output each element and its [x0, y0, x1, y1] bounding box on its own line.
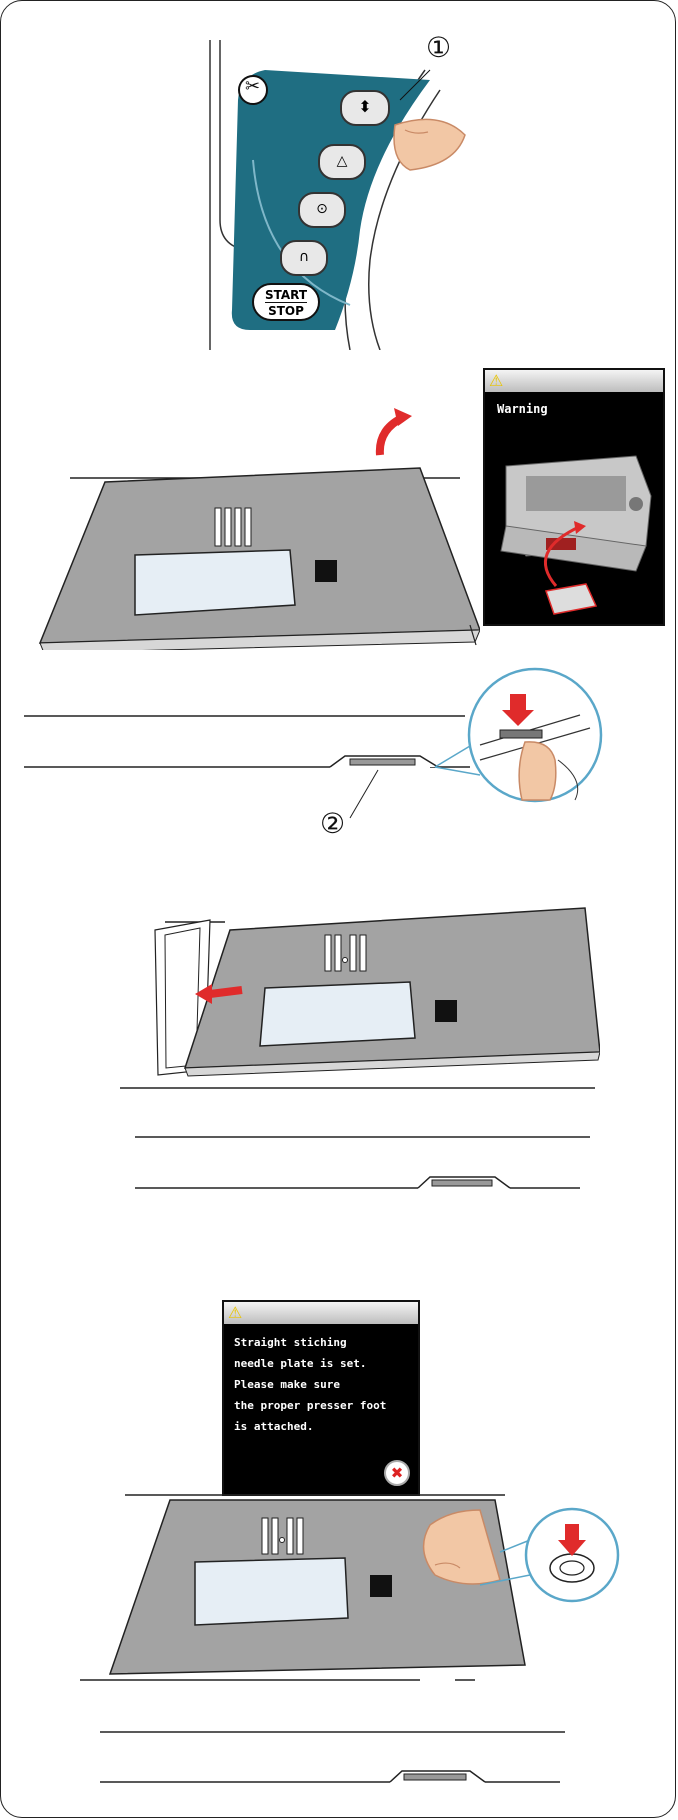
message-line-3: Please make sure [234, 1374, 408, 1395]
needle-plate-attach-figure [80, 1490, 640, 1810]
warning-triangle-icon: ⚠ [489, 372, 503, 390]
needle-up-down-button[interactable]: ⬍ [340, 90, 390, 126]
needle-plate-lift-figure [10, 360, 480, 650]
message-line-1: Straight stiching [234, 1332, 408, 1353]
close-x-icon[interactable]: ✖ [384, 1460, 410, 1486]
presser-foot-button[interactable]: △ [318, 144, 366, 180]
release-lever-figure: ② [10, 660, 630, 860]
message-line-4: the proper presser foot [234, 1395, 408, 1416]
message-line-5: is attached. [234, 1416, 408, 1437]
warning-title: Warning [485, 392, 663, 426]
control-panel-figure: ✂ ① ⬍ △ ⊙ ∩ START STOP [190, 40, 480, 350]
warning-screen-titlebar: ⚠ [485, 370, 663, 392]
reverse-button[interactable]: ∩ [280, 240, 328, 276]
warning-screen-2: ⚠ Straight stiching needle plate is set.… [222, 1300, 420, 1496]
warning-screen-1: ⚠ Warning [483, 368, 665, 626]
warning-screen-2-titlebar: ⚠ [224, 1302, 418, 1324]
needle-plate-slide-figure [100, 890, 600, 1190]
message-line-2: needle plate is set. [234, 1353, 408, 1374]
start-label: START [265, 288, 307, 303]
warning-message: Straight stiching needle plate is set. P… [224, 1324, 418, 1445]
stop-label: STOP [268, 304, 304, 318]
scissors-icon: ✂ [245, 76, 260, 97]
callout-2: ② [320, 810, 345, 838]
lock-stitch-button[interactable]: ⊙ [298, 192, 346, 228]
warning-triangle-icon: ⚠ [228, 1304, 242, 1322]
callout-1: ① [426, 34, 451, 62]
machine-illustration [486, 426, 662, 626]
start-stop-button[interactable]: START STOP [252, 283, 320, 321]
